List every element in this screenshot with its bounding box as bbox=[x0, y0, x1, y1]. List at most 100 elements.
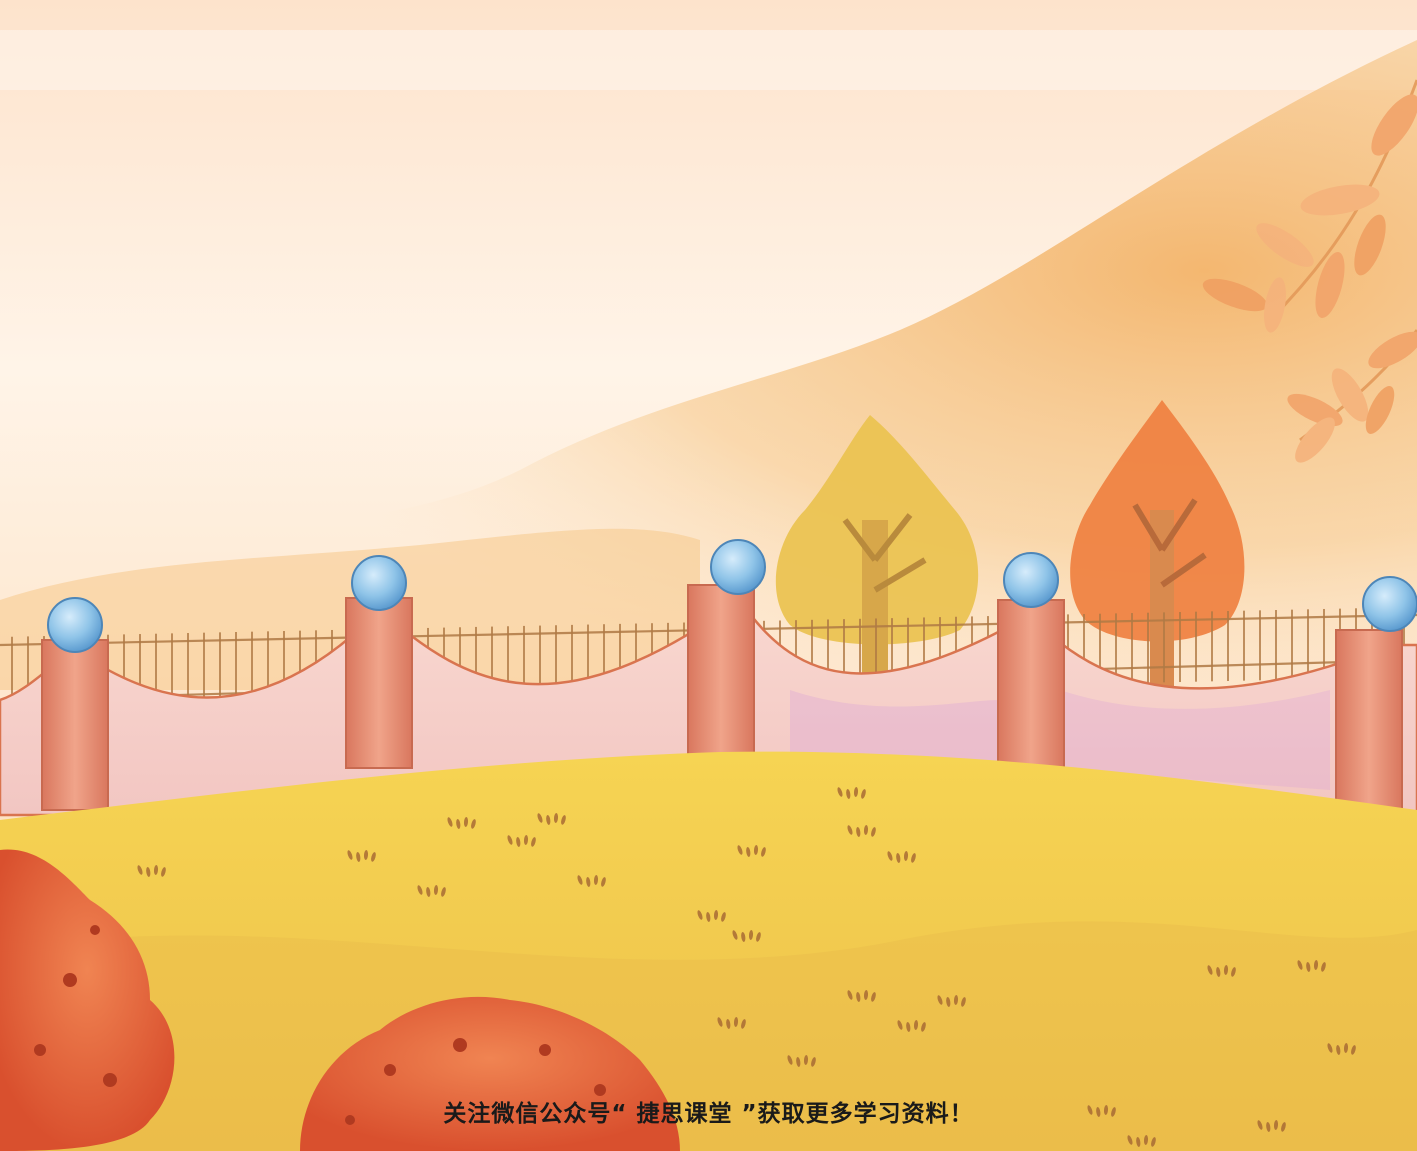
grass-tuft bbox=[356, 852, 361, 862]
grass-tuft bbox=[1216, 967, 1221, 977]
grass-tuft bbox=[1281, 1122, 1286, 1132]
grass-tuft bbox=[1111, 1107, 1116, 1117]
grass-tuft bbox=[531, 837, 536, 847]
grass-tuft bbox=[753, 845, 759, 855]
pillar-ball bbox=[1362, 576, 1417, 632]
grass-tuft bbox=[713, 910, 719, 920]
grass-tuft bbox=[897, 1020, 903, 1030]
grass-tuft bbox=[756, 932, 761, 942]
grass-tuft bbox=[748, 930, 754, 940]
grass-tuft bbox=[507, 835, 513, 845]
grass-tuft bbox=[887, 851, 893, 861]
grass-tuft bbox=[146, 867, 151, 877]
grass-tuft bbox=[537, 813, 543, 823]
grass-tuft bbox=[863, 990, 869, 1000]
fence-pillar bbox=[345, 555, 413, 769]
grass-tuft bbox=[871, 827, 876, 837]
grass-tuft bbox=[946, 997, 951, 1007]
grass-tuft bbox=[1223, 965, 1229, 975]
distant-foliage-haze bbox=[0, 40, 1417, 700]
grass-tuft bbox=[456, 819, 461, 829]
grass-tuft bbox=[896, 853, 901, 863]
leaf bbox=[1264, 277, 1286, 333]
grass-tuft bbox=[741, 932, 746, 942]
fence-wall-shading bbox=[790, 690, 1000, 770]
grass-tuft bbox=[1266, 1122, 1271, 1132]
grass-tuft bbox=[516, 837, 521, 847]
grass-tuft bbox=[837, 787, 843, 797]
grass-tuft bbox=[433, 885, 439, 895]
grass-tuft bbox=[561, 815, 566, 825]
tree-orange bbox=[1070, 400, 1245, 690]
grass-tuft bbox=[726, 1019, 731, 1029]
grass-tuft bbox=[953, 995, 959, 1005]
grass-tuft bbox=[137, 865, 143, 875]
grass-tuft bbox=[741, 1019, 746, 1029]
grass-tuft bbox=[733, 1017, 739, 1027]
grass-tuft bbox=[906, 1022, 911, 1032]
grass-tuft bbox=[371, 852, 376, 862]
leaf bbox=[1368, 331, 1417, 369]
grass-tuft bbox=[717, 1017, 723, 1027]
grass-tuft bbox=[787, 1055, 793, 1065]
grass-tuft bbox=[463, 817, 469, 827]
grass-tuft bbox=[921, 1022, 926, 1032]
grass-tuft bbox=[471, 819, 476, 829]
grass-tuft bbox=[861, 789, 866, 799]
grass-tuft bbox=[586, 877, 591, 887]
grass-tuft bbox=[847, 990, 853, 1000]
grass-tuft bbox=[846, 789, 851, 799]
grass-tuft bbox=[856, 827, 861, 837]
grass-tuft bbox=[347, 850, 353, 860]
grass-tuft bbox=[1327, 1043, 1333, 1053]
pillar-ball bbox=[710, 539, 766, 595]
grass-tuft bbox=[577, 875, 583, 885]
grass-tuft bbox=[1321, 962, 1326, 972]
grass-tuft bbox=[913, 1020, 919, 1030]
grass-tuft bbox=[1306, 962, 1311, 972]
grass-tuft bbox=[761, 847, 766, 857]
grass-tuft bbox=[847, 825, 853, 835]
fence-pillar bbox=[687, 539, 766, 756]
pillar-ball bbox=[1003, 552, 1059, 608]
grass-tuft bbox=[1127, 1135, 1133, 1145]
grass-tuft bbox=[737, 845, 743, 855]
leaf bbox=[1256, 223, 1314, 267]
pillar-ball bbox=[351, 555, 407, 611]
grass-tuft bbox=[1143, 1135, 1149, 1145]
leaf bbox=[1354, 214, 1386, 276]
grass-tuft bbox=[363, 850, 369, 860]
leaf bbox=[1295, 417, 1335, 463]
grass-tuft bbox=[553, 813, 559, 823]
grass-tuft bbox=[1096, 1107, 1101, 1117]
grass-tuft bbox=[697, 910, 703, 920]
grass-tuft bbox=[426, 887, 431, 897]
grass-tuft bbox=[1231, 967, 1236, 977]
grass-tuft bbox=[1257, 1120, 1263, 1130]
leaf bbox=[1365, 386, 1395, 434]
grass-tuft bbox=[961, 997, 966, 1007]
sky-band bbox=[0, 30, 1417, 90]
leaf bbox=[1315, 252, 1345, 318]
fence-pillar bbox=[1335, 576, 1417, 811]
grass-tuft bbox=[1336, 1045, 1341, 1055]
grass-tuft bbox=[1297, 960, 1303, 970]
leaf bbox=[1331, 368, 1369, 422]
grass-tuft bbox=[441, 887, 446, 897]
grass-tuft bbox=[721, 912, 726, 922]
leaf-branch bbox=[1202, 79, 1417, 463]
grass-tuft bbox=[417, 885, 423, 895]
grass-tuft bbox=[593, 875, 599, 885]
grass-tuft bbox=[1207, 965, 1213, 975]
pillar-ball bbox=[47, 597, 103, 653]
grass-tuft bbox=[856, 992, 861, 1002]
grass-tuft bbox=[1343, 1043, 1349, 1053]
fence-pillar bbox=[41, 597, 109, 811]
grass-tufts bbox=[137, 787, 1356, 1147]
grass-tuft bbox=[1136, 1137, 1141, 1147]
grass-tuft bbox=[871, 992, 876, 1002]
grass-tuft bbox=[803, 1055, 809, 1065]
grass-tuft bbox=[161, 867, 166, 877]
